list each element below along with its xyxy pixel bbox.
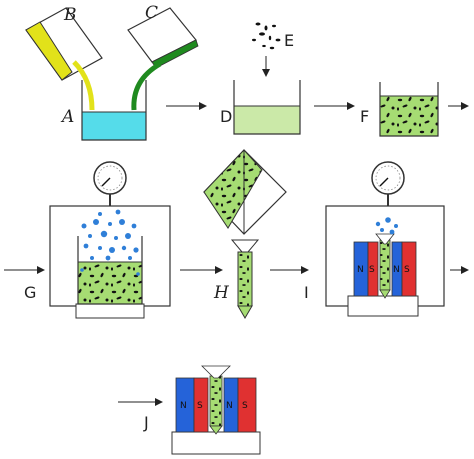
label-h: H xyxy=(213,283,230,303)
magnet-icon xyxy=(353,241,417,297)
test-tube xyxy=(237,251,253,307)
label-j: J xyxy=(143,413,149,432)
step-h: H xyxy=(203,149,287,319)
pole-s: S xyxy=(242,401,248,411)
label-c: C xyxy=(145,3,158,23)
label-b: B xyxy=(63,5,77,25)
container-b xyxy=(25,7,103,111)
step-d: E D xyxy=(220,22,301,135)
pole-n: N xyxy=(180,401,187,411)
bubbles xyxy=(375,217,398,235)
base-plate xyxy=(171,431,261,455)
particle-cluster-icon xyxy=(252,22,281,50)
label-a: A xyxy=(60,107,74,127)
step-g: G xyxy=(24,161,171,319)
label-g: G xyxy=(24,283,36,302)
container-c xyxy=(127,7,199,111)
label-d: D xyxy=(220,107,232,126)
step-pouring: B C A xyxy=(25,3,199,141)
beaker-d xyxy=(233,80,301,135)
label-f: F xyxy=(360,107,369,126)
step-i: N S N S I xyxy=(304,161,445,317)
beaker-a xyxy=(81,80,147,141)
base-plate xyxy=(347,295,419,317)
pole-n: N xyxy=(226,401,233,411)
pressure-gauge-icon xyxy=(371,161,405,206)
pole-n: N xyxy=(393,265,400,275)
magnet-icon xyxy=(175,377,257,433)
label-i: I xyxy=(304,283,309,302)
pole-s: S xyxy=(197,401,203,411)
bubbles xyxy=(80,209,140,276)
pole-s: S xyxy=(369,265,375,275)
label-e: E xyxy=(284,31,294,50)
step-j: N S N S J xyxy=(118,365,261,455)
pole-s: S xyxy=(404,265,410,275)
step-f: F xyxy=(360,82,439,137)
funnel-icon xyxy=(230,239,260,253)
base-plate xyxy=(75,303,145,319)
pressure-gauge-icon xyxy=(93,161,127,206)
pole-n: N xyxy=(357,265,364,275)
